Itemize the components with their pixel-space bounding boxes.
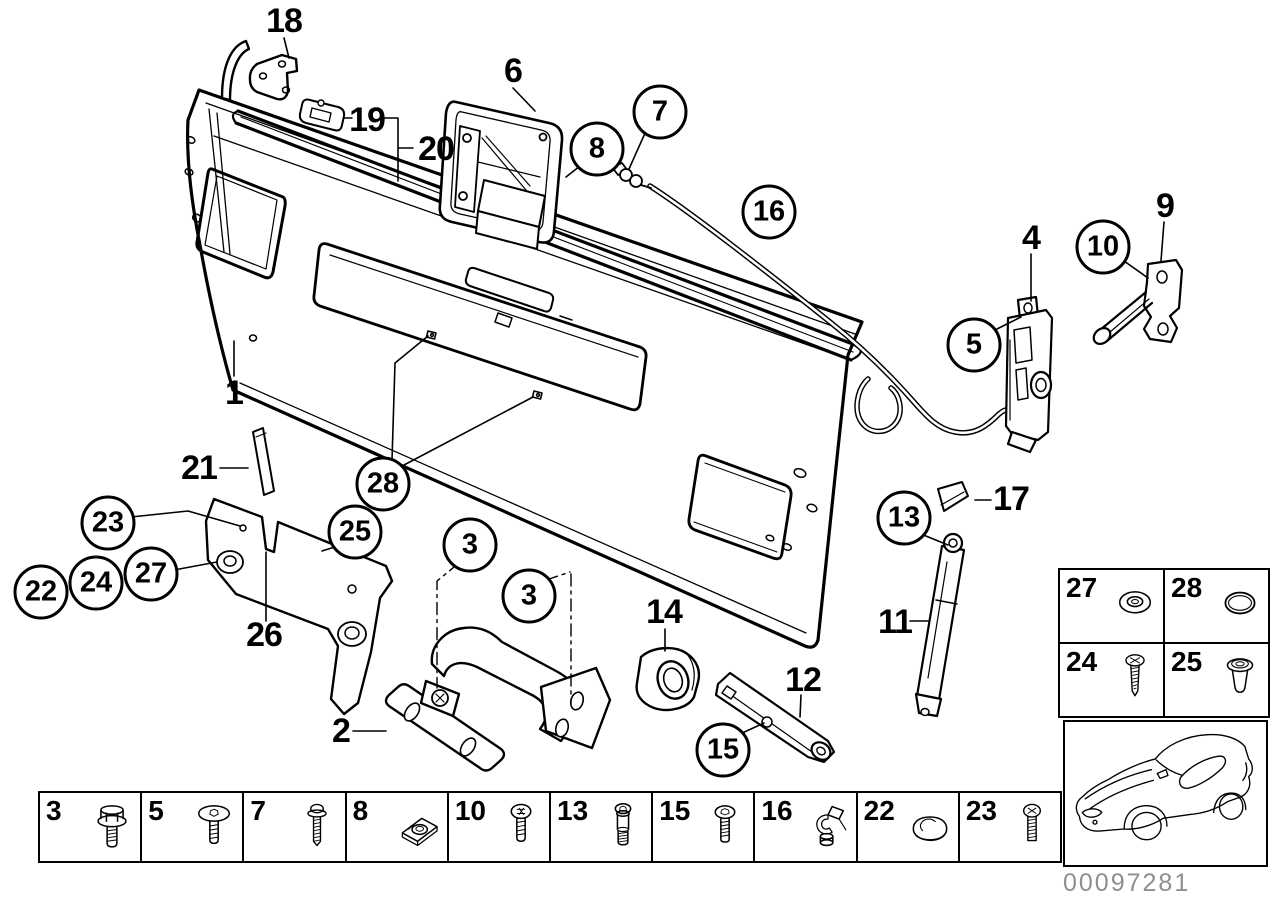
- blind-rivet-icon: [1226, 658, 1254, 694]
- fastener-cell-13[interactable]: 13: [549, 791, 654, 863]
- fastener-cell-number: 27: [1066, 572, 1098, 603]
- callout-11[interactable]: 11: [878, 603, 913, 641]
- pan-head-screw-icon: [198, 805, 231, 845]
- washer-icon: [1118, 591, 1152, 614]
- callout-22[interactable]: 22: [13, 564, 69, 620]
- image-number: 00097281: [1063, 869, 1191, 897]
- fastener-cell-number: 16: [761, 795, 793, 826]
- car-thumbnail: [1063, 720, 1268, 867]
- fastener-cell-number: 28: [1171, 572, 1203, 603]
- fastener-cell-number: 7: [250, 795, 266, 826]
- plug-cap-icon: [912, 816, 948, 842]
- torx-screw-icon: [510, 803, 532, 843]
- callout-21[interactable]: 21: [181, 449, 218, 487]
- o-ring-icon: [1224, 591, 1256, 615]
- fastener-cell-number: 8: [352, 795, 369, 826]
- callout-25[interactable]: 25: [327, 504, 383, 560]
- fastener-cell-8[interactable]: 8: [344, 791, 449, 863]
- callout-26[interactable]: 26: [246, 616, 283, 654]
- collar-stud-icon: [614, 803, 632, 846]
- fastener-cell-27[interactable]: 27: [1058, 568, 1165, 644]
- fastener-cell-23[interactable]: 23: [957, 791, 1063, 863]
- fastener-cell-number: 25: [1171, 646, 1203, 677]
- fastener-legend-strip: 3 5 7 8 10 13 15 16 22 23: [38, 791, 1063, 863]
- fastener-cell-25[interactable]: 25: [1163, 642, 1270, 718]
- callout-23[interactable]: 23: [80, 495, 136, 551]
- fastener-cell-5[interactable]: 5: [140, 791, 245, 863]
- callout-5[interactable]: 5: [946, 317, 1002, 373]
- fastener-cell-number: 23: [965, 795, 997, 826]
- callout-3[interactable]: 3: [501, 568, 557, 624]
- fastener-cell-22[interactable]: 22: [855, 791, 960, 863]
- fastener-cell-3[interactable]: 3: [38, 791, 143, 863]
- fastener-cell-number: 10: [454, 795, 486, 826]
- cable-clip-icon: [815, 805, 847, 847]
- tapping-screw-icon: [1125, 654, 1145, 697]
- callout-2[interactable]: 2: [332, 712, 351, 750]
- callout-20[interactable]: 20: [418, 130, 455, 168]
- washer-screw-icon: [306, 803, 327, 847]
- callout-28[interactable]: 28: [355, 456, 411, 512]
- callout-19[interactable]: 19: [349, 101, 386, 139]
- fastener-cell-number: 15: [659, 795, 691, 826]
- fastener-cell-10[interactable]: 10: [446, 791, 552, 863]
- fastener-cell-7[interactable]: 7: [242, 791, 347, 863]
- callout-9[interactable]: 9: [1156, 187, 1175, 225]
- callout-4[interactable]: 4: [1022, 219, 1041, 257]
- machine-screw-icon: [714, 805, 736, 843]
- callout-18[interactable]: 18: [266, 2, 303, 40]
- fastener-side-grid: 27 28 24 25: [1058, 568, 1270, 718]
- fastener-cell-number: 13: [557, 795, 589, 826]
- callout-17[interactable]: 17: [993, 480, 1030, 518]
- callout-24[interactable]: 24: [68, 555, 124, 611]
- fastener-cell-number: 3: [46, 795, 62, 826]
- fastener-cell-16[interactable]: 16: [753, 791, 858, 863]
- phillips-screw-icon: [1023, 803, 1042, 842]
- speed-nut-icon: [401, 817, 438, 847]
- callout-13[interactable]: 13: [876, 490, 932, 546]
- callout-6[interactable]: 6: [504, 52, 523, 90]
- fastener-cell-number: 22: [863, 795, 895, 826]
- flange-bolt-icon: [97, 805, 127, 848]
- car-silhouette-icon: [1075, 733, 1253, 841]
- callout-15[interactable]: 15: [695, 722, 751, 778]
- fastener-cell-number: 24: [1066, 646, 1098, 677]
- callout-14[interactable]: 14: [646, 593, 683, 631]
- callout-1[interactable]: 1: [225, 374, 244, 412]
- callout-12[interactable]: 12: [785, 661, 822, 699]
- callout-8[interactable]: 8: [569, 121, 625, 177]
- callout-16[interactable]: 16: [741, 184, 797, 240]
- callout-3[interactable]: 3: [442, 517, 498, 573]
- callout-7[interactable]: 7: [632, 84, 688, 140]
- fastener-cell-number: 5: [148, 795, 164, 826]
- fastener-cell-24[interactable]: 24: [1058, 642, 1165, 718]
- fastener-cell-28[interactable]: 28: [1163, 568, 1270, 644]
- fastener-cell-15[interactable]: 15: [651, 791, 756, 863]
- callout-10[interactable]: 10: [1075, 219, 1131, 275]
- callout-27[interactable]: 27: [123, 546, 179, 602]
